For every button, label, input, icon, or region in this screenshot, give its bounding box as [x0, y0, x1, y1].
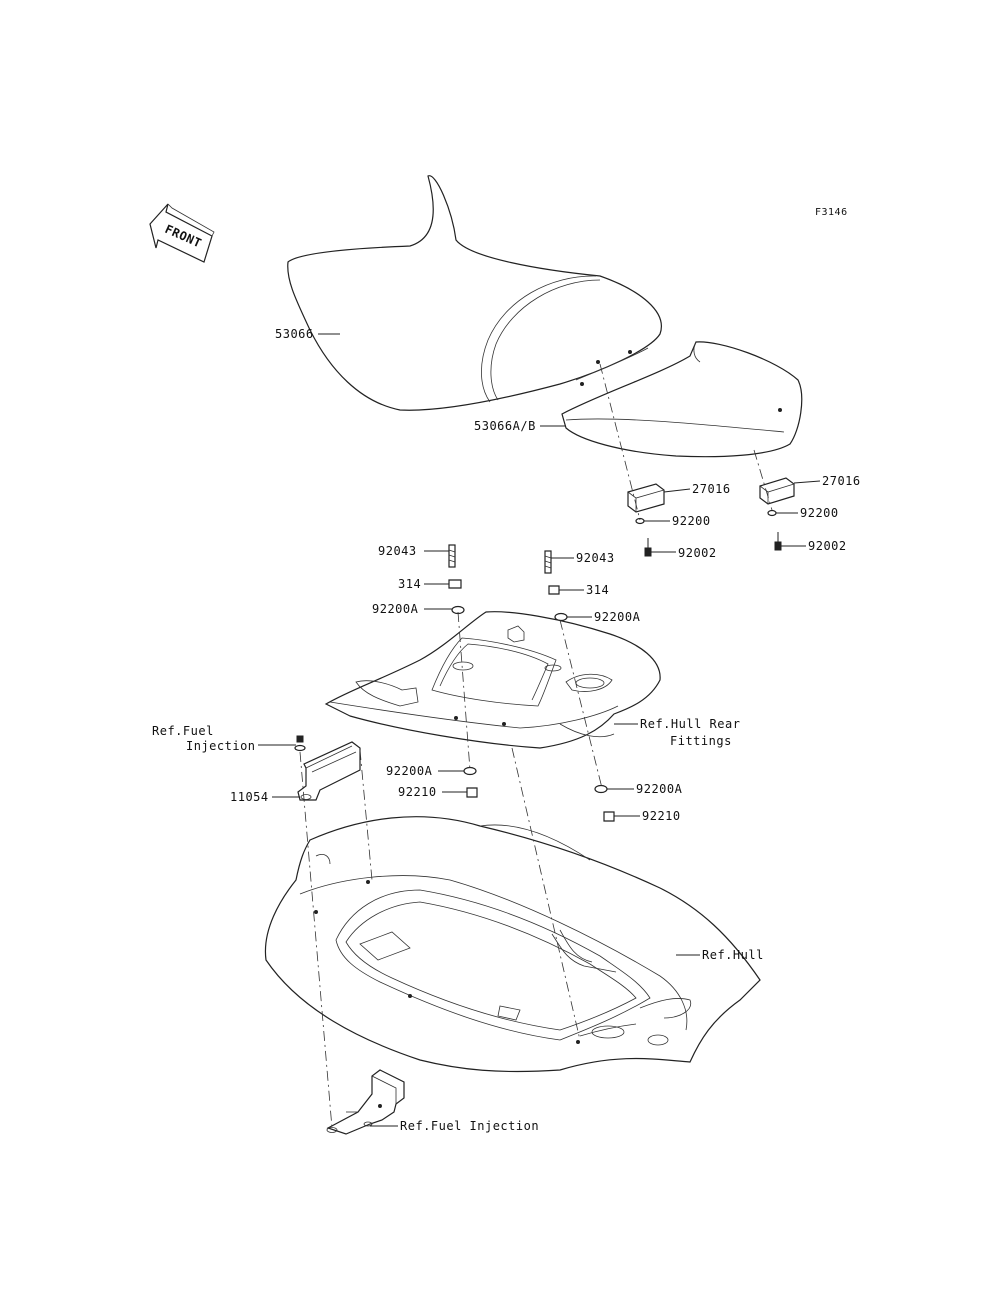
- label-53066: 53066: [275, 327, 314, 341]
- figure-id: F3146: [815, 207, 848, 218]
- label-92200a-upper-left: 92200A: [372, 602, 419, 616]
- label-314-right: 314: [586, 583, 609, 597]
- leader-lines: [258, 333, 821, 1127]
- nut-92210-right: [603, 811, 615, 822]
- label-92002-left: 92002: [678, 546, 717, 560]
- stud-92043-left: [448, 544, 456, 568]
- label-92200a-lower-left: 92200A: [386, 764, 433, 778]
- label-ref-hull-rear-1: Ref.Hull Rear: [640, 717, 740, 731]
- label-ref-hull: Ref.Hull: [702, 948, 764, 962]
- nut-92210-left: [466, 787, 478, 798]
- label-92043-left: 92043: [378, 544, 417, 558]
- hull: [264, 816, 761, 1073]
- washer-92200a-lower-right: [594, 784, 608, 794]
- label-92002-right: 92002: [808, 539, 847, 553]
- damper-right: [759, 477, 795, 505]
- label-ref-fuel-injection-2: Injection: [186, 739, 256, 753]
- fuel-injection-bracket: [326, 1069, 405, 1135]
- label-92210-right: 92210: [642, 809, 681, 823]
- label-ref-fuel-injection-1: Ref.Fuel: [152, 724, 214, 738]
- label-92210-left: 92210: [398, 785, 437, 799]
- nut-314-right: [548, 585, 560, 595]
- label-92200-left: 92200: [672, 514, 711, 528]
- label-92200a-lower-right: 92200A: [636, 782, 683, 796]
- nut-314-left: [448, 579, 462, 589]
- bolt-92002-right: [774, 532, 782, 551]
- label-92043-right: 92043: [576, 551, 615, 565]
- label-53066ab: 53066A/B: [474, 419, 536, 433]
- bolt-92002-left: [644, 538, 652, 557]
- washer-92200a-lower-left: [463, 766, 477, 776]
- label-ref-hull-rear-2: Fittings: [670, 734, 732, 748]
- front-arrow-icon: FRONT: [149, 203, 215, 263]
- bracket-11054: [297, 741, 361, 801]
- label-ref-fuel-injection-bottom: Ref.Fuel Injection: [400, 1119, 539, 1133]
- washer-92200-right: [767, 509, 777, 517]
- rear-seat: [561, 341, 803, 458]
- label-314-left: 314: [398, 577, 421, 591]
- label-11054: 11054: [230, 790, 269, 804]
- hull-rear-fittings: [324, 611, 661, 749]
- front-seat: [287, 175, 662, 411]
- damper-left: [627, 483, 665, 513]
- stud-92043-right: [544, 550, 552, 574]
- screw-fuel-injection: [294, 735, 306, 752]
- label-27016-left: 27016: [692, 482, 731, 496]
- label-92200-right: 92200: [800, 506, 839, 520]
- label-27016-right: 27016: [822, 474, 861, 488]
- label-92200a-upper-right: 92200A: [594, 610, 641, 624]
- assembly-lines: [299, 363, 773, 1129]
